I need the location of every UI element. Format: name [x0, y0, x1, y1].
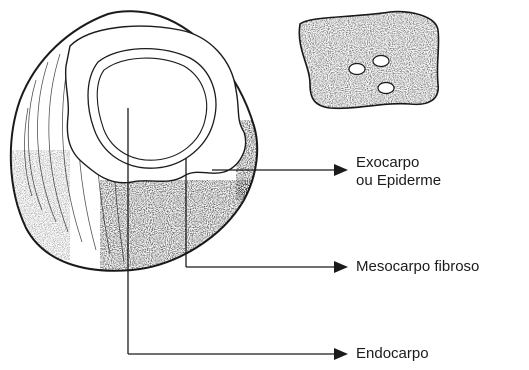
pore-3	[378, 83, 394, 94]
pore-1	[349, 64, 365, 75]
endocarp-shell	[88, 49, 216, 169]
endocarpo-arrowhead	[334, 348, 348, 360]
mesocarpo-label: Mesocarpo fibroso	[356, 258, 479, 276]
exocarpo-arrowhead	[334, 164, 348, 176]
exocarpo-label: Exocarpo ou Epiderme	[356, 154, 441, 190]
coconut-nut-inset	[290, 5, 450, 115]
pore-2	[373, 56, 389, 67]
exocarpo-label-line2: ou Epiderme	[356, 172, 441, 190]
exocarpo-label-line1: Exocarpo	[356, 154, 441, 172]
mesocarpo-arrowhead	[334, 261, 348, 273]
endocarpo-label: Endocarpo	[356, 345, 429, 363]
arrowheads	[334, 164, 348, 360]
